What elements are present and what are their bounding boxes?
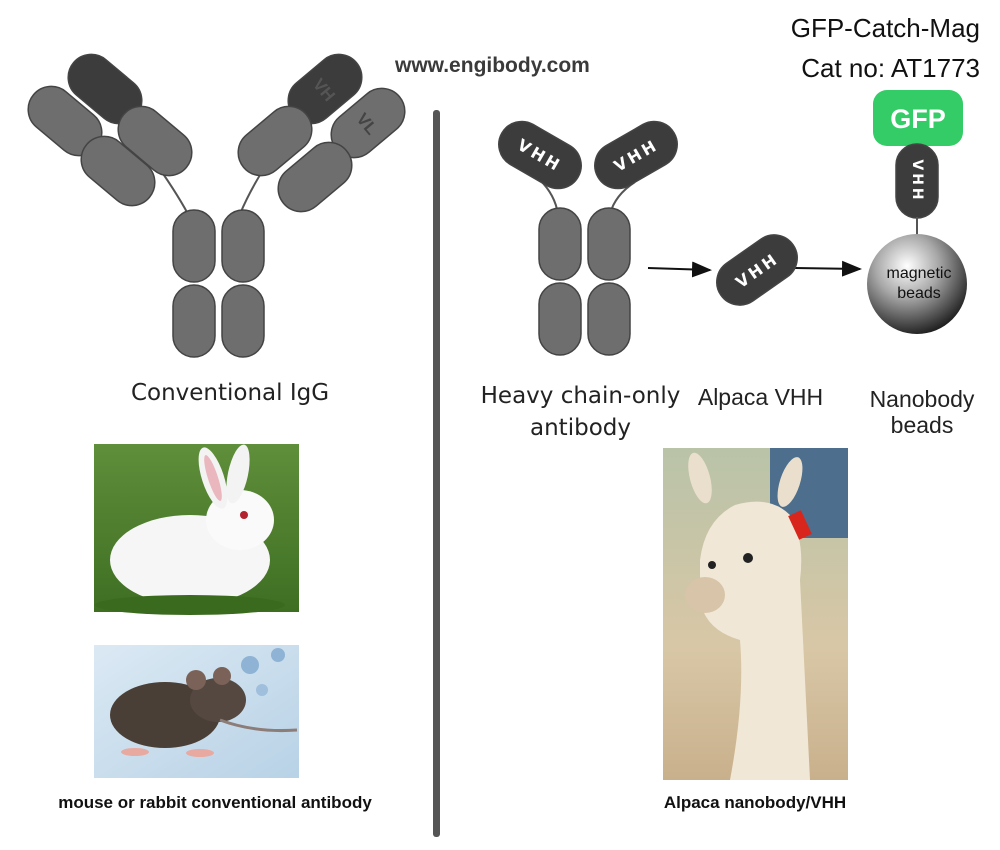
alpaca-vhh-caption: Alpaca VHH xyxy=(697,384,824,410)
magnetic-bead xyxy=(867,234,967,334)
heavy-chain-antibody-diagram xyxy=(498,120,678,356)
igg-fc-left-upper xyxy=(172,209,216,283)
alpaca-photo xyxy=(663,448,848,780)
arrow-to-beads xyxy=(794,260,862,277)
alpaca-photo-caption: Alpaca nanobody/VHH xyxy=(663,793,847,812)
section-divider xyxy=(433,110,440,837)
heavy-chain-antibody-caption: Heavy chain-only antibody xyxy=(478,380,683,444)
gfp-box xyxy=(873,90,963,146)
website-url: www.engibody.com xyxy=(395,54,590,77)
conventional-photo-caption: mouse or rabbit conventional antibody xyxy=(58,793,372,812)
arrow-to-vhh xyxy=(647,261,712,278)
hcab-left-lower xyxy=(538,282,582,356)
heavy-chain-caption-line2: antibody xyxy=(530,415,631,441)
bead-label-line1: magnetic xyxy=(887,265,952,282)
nanobody-caption-line1: Nanobody xyxy=(869,386,975,412)
hcab-left-upper xyxy=(538,207,582,281)
nanobody-caption-line2: beads xyxy=(890,412,954,438)
left-heavy-chain-vh xyxy=(117,105,193,177)
igg-fc-right-upper xyxy=(221,209,265,283)
bead-vhh-label: VHH xyxy=(909,159,925,202)
rat-photo xyxy=(94,645,299,778)
product-name: GFP-Catch-Mag xyxy=(790,13,980,43)
heavy-chain-caption-line1: Heavy chain-only xyxy=(480,383,681,409)
hcab-right-lower xyxy=(587,282,631,356)
gfp-label: GFP xyxy=(890,104,946,134)
hcab-right-upper xyxy=(587,207,631,281)
igg-fc-left-lower xyxy=(172,284,216,358)
hcab-right-vhh xyxy=(594,120,678,190)
right-ch1-domain xyxy=(237,105,313,177)
catalog-number: Cat no: AT1773 xyxy=(801,53,980,83)
igg-fc-right-lower xyxy=(221,284,265,358)
product-label: GFP-Catch-Mag Cat no: AT1773 xyxy=(791,8,980,88)
bead-label-line2: beads xyxy=(897,285,941,302)
nanobody-beads-caption: Nanobody beads xyxy=(858,386,986,438)
right-cl-domain xyxy=(277,141,353,213)
rabbit-photo xyxy=(94,444,299,615)
conventional-igg-diagram xyxy=(27,53,406,358)
left-heavy-chain-ch1 xyxy=(80,135,156,207)
conventional-igg-caption: Conventional IgG xyxy=(130,380,330,406)
hcab-left-vhh xyxy=(498,120,582,190)
alpaca-vhh-domain xyxy=(716,234,798,306)
